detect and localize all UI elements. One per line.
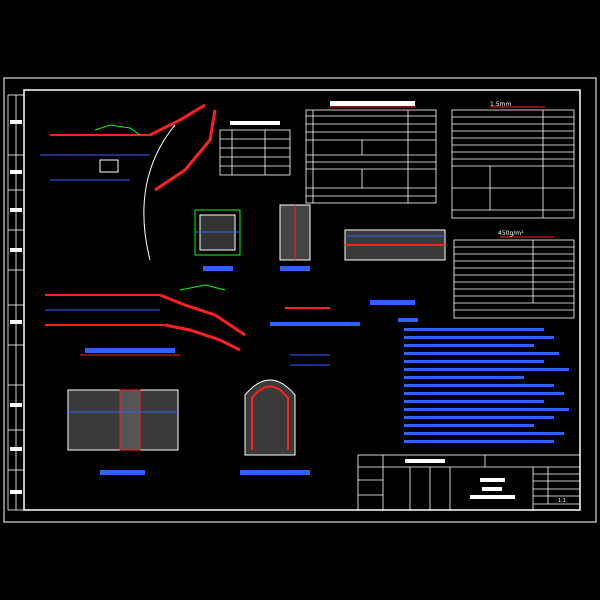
detail-3 [344,229,446,305]
geomembrane-table [305,109,437,204]
plan-title [85,348,175,353]
detail-2 [279,204,311,271]
geomembrane-title: 1.5mm [490,101,511,108]
scale-label: 1:1 [558,498,566,504]
drainage-section [67,389,179,475]
title-block-text [405,459,515,499]
geotextile-props-table [453,239,575,319]
detail-1 [194,209,241,271]
title-block [357,454,581,511]
left-title-strip [7,94,24,511]
detail-4 [270,307,360,326]
geomembrane-table-title [330,101,415,106]
outer-frame [3,77,597,523]
left-strip-labels [10,120,22,494]
notes [398,318,569,443]
tunnel-cross-section [240,354,330,475]
lining-lower [45,284,246,352]
tunnel-arc [143,124,176,261]
small-table [219,129,291,176]
geotextile-table [451,109,575,219]
inner-frame [23,89,581,511]
geotextile-title: 450g/m² [498,230,524,237]
lining-upper [40,103,217,192]
small-table-title [230,121,280,125]
